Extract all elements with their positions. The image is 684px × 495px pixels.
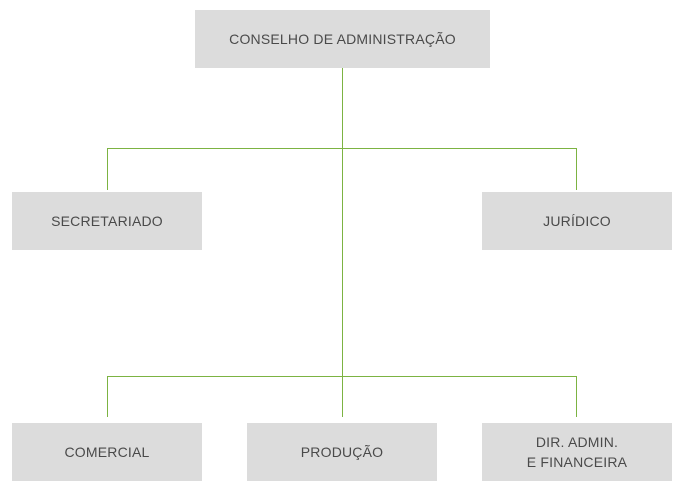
- producao-label: PRODUÇÃO: [300, 444, 384, 460]
- comercial-node: COMERCIAL: [12, 423, 202, 481]
- admin-finance-label-line2: E FINANCEIRA: [526, 454, 628, 470]
- secretariado-node: SECRETARIADO: [12, 192, 202, 250]
- admin-finance-node: DIR. ADMIN. E FINANCEIRA: [482, 423, 672, 481]
- secretariado-label: SECRETARIADO: [51, 213, 163, 229]
- board-label: CONSELHO DE ADMINISTRAÇÃO: [229, 31, 456, 47]
- juridico-node: JURÍDICO: [482, 192, 672, 250]
- juridico-label: JURÍDICO: [543, 213, 611, 229]
- board-node: CONSELHO DE ADMINISTRAÇÃO: [195, 10, 490, 68]
- comercial-label: COMERCIAL: [64, 444, 150, 460]
- producao-node: PRODUÇÃO: [247, 423, 437, 481]
- admin-finance-label-line1: DIR. ADMIN.: [535, 434, 619, 450]
